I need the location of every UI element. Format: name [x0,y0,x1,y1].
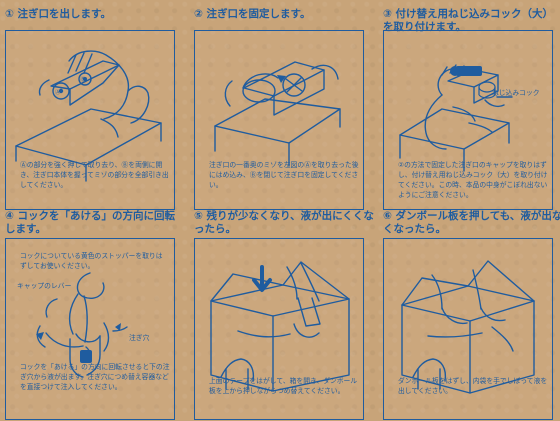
step-3-illustration [399,64,513,172]
step-3-frame: ねじ込みコック [383,30,553,210]
step-1-caption: Ⓐの部分を強く押して取り去り、Ⓑを両側に開き、注ぎ口本体を握ってミゾの部分を全部… [20,161,169,189]
step-5-frame: 上面のテープをはがして、箱を開き、ダンボール板を上から押しながらつめ替えてくださ… [194,238,364,420]
step-4-lever-label: キャップのレバー [17,282,72,290]
step-4-caption: コックを「あける」の方向に回転させると下の注ぎ穴から液が出ます。注ぎ穴につめ替え… [20,363,170,391]
step-4-title: ④ コックを「あける」の方向に回転します。 [5,210,176,235]
step-5-illustration [210,261,350,392]
down-arrow-icon [252,265,272,292]
step-1-marker-b: Ⓑ [80,75,86,83]
step-1-frame: Ⓐ Ⓑ Ⓐの部分を強く押して取り去り、Ⓑを両側に開き、注ぎ口本体を握ってミゾの部… [5,30,175,210]
step-1-title: ① 注ぎ口を出します。 [5,8,111,20]
step-4-spout-label: 注ぎ穴 [129,334,150,342]
step-1-illustration: Ⓐ Ⓑ [15,50,162,182]
step-3-cock-label: ねじ込みコック [492,89,540,97]
step-4-note: コックについている黄色のストッパーを取りはずしてお使いください。 [20,252,163,270]
step-2-caption: 注ぎ口の一番奥のミゾを左図のⒶを取り去った後にはめ込み、Ⓑを閉じて注ぎ口を固定し… [209,161,359,189]
step-6-caption: ダンボール板をはずし、内袋を手でしぼって液を出してください。 [398,377,548,395]
step-2-illustration [214,61,341,167]
step-6-title: ⑥ ダンボール板を押しても、液が出なくなったら。 [383,210,560,235]
step-6-frame: ダンボール板をはずし、内袋を手でしぼって液を出してください。 [383,238,553,420]
step-4-frame: コックについている黄色のストッパーを取りはずしてお使いください。 キャップのレバ… [5,238,175,420]
step-5-title: ⑤ 残りが少なくなり、液が出にくくなったら。 [194,210,374,235]
step-2-frame: 注ぎ口の一番奥のミゾを左図のⒶを取り去った後にはめ込み、Ⓑを閉じて注ぎ口を固定し… [194,30,364,210]
step-4-illustration [36,272,128,378]
step-3-caption: ②の方法で固定した注ぎ口のキャップを取りはずし、付け替え用ねじ込みコック（大）を… [398,161,548,199]
step-6-illustration [401,260,535,394]
step-1-marker-a: Ⓐ [55,88,61,96]
step-2-title: ② 注ぎ口を固定します。 [194,8,311,20]
step-5-caption: 上面のテープをはがして、箱を開き、ダンボール板を上から押しながらつめ替えてくださ… [209,377,358,395]
